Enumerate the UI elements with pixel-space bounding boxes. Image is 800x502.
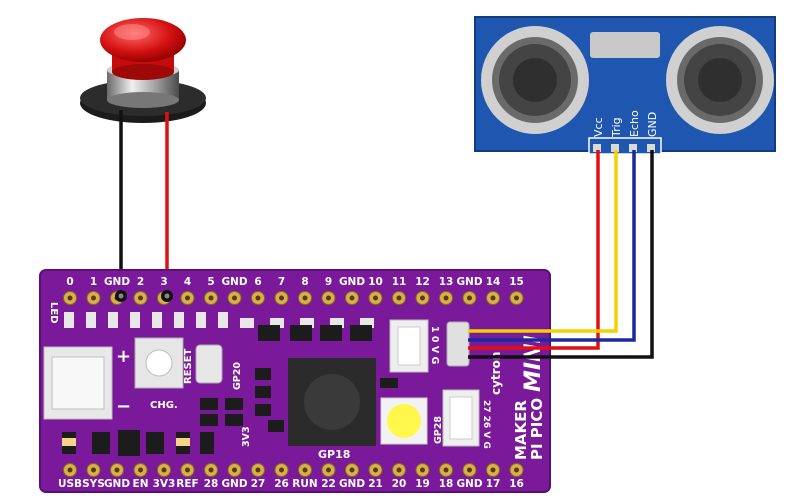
top-pin-label: 15 <box>509 276 524 288</box>
product-line2: PI PICO <box>528 398 546 460</box>
sensor-pin-vcc: Vcc <box>592 117 605 137</box>
top-pin-label: 9 <box>325 276 332 288</box>
bottom-pin-label: 20 <box>392 478 407 490</box>
gp18-label: GP18 <box>318 448 350 461</box>
bottom-pin-label: 17 <box>486 478 501 490</box>
sensor-wires <box>468 150 654 359</box>
bottom-pin-label: 18 <box>439 478 454 490</box>
push-button <box>80 18 206 123</box>
top-pin-label: 10 <box>368 276 383 288</box>
bottom-header-pins <box>63 463 524 477</box>
wire-trig <box>468 150 618 333</box>
brand-label: cytron <box>489 352 503 395</box>
bottom-pin-label: 16 <box>509 478 524 490</box>
top-pin-label: 7 <box>278 276 285 288</box>
bottom-pin-label: 3V3 <box>153 478 176 490</box>
chg-label: CHG. <box>150 400 178 411</box>
top-pin-label: 12 <box>415 276 430 288</box>
top-pin-label: 4 <box>184 276 191 288</box>
product-line1: MAKER <box>512 400 530 460</box>
bottom-pin-label: 21 <box>368 478 383 490</box>
led-row <box>64 312 374 328</box>
bottom-pin-label: RUN <box>292 478 317 490</box>
top-pin-label: 14 <box>486 276 501 288</box>
top-pin-label: GND <box>456 276 482 288</box>
gp20-label: GP20 <box>232 362 243 390</box>
plus-label: + <box>116 346 131 367</box>
bottom-pin-label: 26 <box>274 478 289 490</box>
top-pin-label: GND <box>221 276 247 288</box>
top-pin-label: 13 <box>439 276 454 288</box>
bottom-pin-label: EN <box>133 478 149 490</box>
ultrasonic-sensor: Vcc Trig Echo GND <box>474 16 776 155</box>
crystal <box>446 321 470 367</box>
top-pin-label: 11 <box>392 276 407 288</box>
grove1-label: 1 0 V G <box>429 326 440 364</box>
top-pin-label: GND <box>104 276 130 288</box>
bottom-pin-label: 27 <box>251 478 266 490</box>
v3-label: 3V3 <box>241 426 252 447</box>
top-pin-label: 1 <box>90 276 97 288</box>
bottom-pin-label: 19 <box>415 478 430 490</box>
bottom-pin-label: SYS <box>82 478 105 490</box>
bottom-pin-label: GND <box>104 478 130 490</box>
smd-components <box>62 325 398 456</box>
top-header-pins <box>63 291 524 305</box>
top-pin-label: 6 <box>254 276 261 288</box>
bottom-pin-label: 22 <box>321 478 336 490</box>
user-button <box>195 344 223 384</box>
sensor-pin-trig: Trig <box>610 117 623 138</box>
top-pin-label: 2 <box>137 276 144 288</box>
top-pin-label: 8 <box>301 276 308 288</box>
minus-label: − <box>116 396 131 417</box>
wire-vcc <box>468 150 600 350</box>
bottom-pin-label: GND <box>456 478 482 490</box>
product-mini: MINI <box>521 335 546 392</box>
grove2-label: 27 26 V G <box>481 400 491 449</box>
bottom-pin-label: GND <box>339 478 365 490</box>
top-pin-label: 5 <box>207 276 214 288</box>
led-side-label: LED <box>48 302 59 324</box>
gp28-label: GP28 <box>433 416 444 444</box>
top-pin-label: GND <box>339 276 365 288</box>
bottom-pin-label: 28 <box>204 478 219 490</box>
top-pin-label: 3 <box>160 276 167 288</box>
wire-gnd <box>468 150 654 359</box>
sensor-pin-gnd: GND <box>646 112 659 137</box>
reset-label: RESET <box>183 348 194 384</box>
top-pin-label: 0 <box>66 276 73 288</box>
bottom-pin-label: USB <box>58 478 82 490</box>
wire-echo <box>468 150 636 342</box>
bottom-pin-label: REF <box>176 478 198 490</box>
sensor-pin-echo: Echo <box>628 110 641 137</box>
bottom-pin-label: GND <box>221 478 247 490</box>
